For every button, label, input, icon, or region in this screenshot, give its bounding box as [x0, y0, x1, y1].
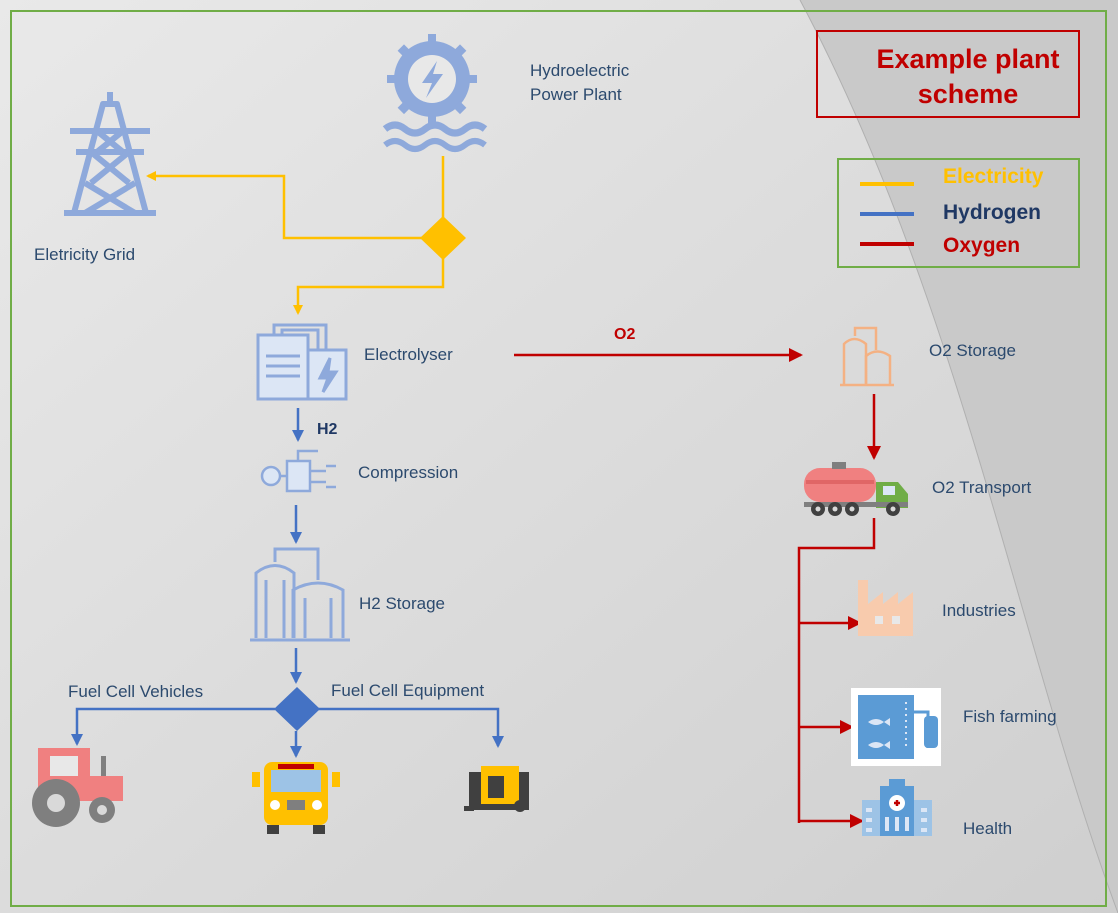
health-label: Health	[963, 819, 1012, 838]
h2-storage-tanks-icon	[250, 547, 350, 642]
generator-icon	[464, 766, 529, 812]
o2-storage-label: O2 Storage	[929, 341, 1016, 360]
industries-label: Industries	[942, 601, 1016, 620]
flow-to-electrolyser	[293, 256, 445, 315]
legend-oxygen-label: Oxygen	[943, 234, 1020, 257]
grid-label: Eletricity Grid	[34, 245, 135, 264]
flow-transport-trunk	[797, 518, 876, 823]
background-curve-edge	[799, 0, 1118, 913]
o2-tanker-truck-icon	[804, 462, 908, 516]
hospital-icon	[862, 779, 932, 836]
fc-vehicles-label: Fuel Cell Vehicles	[68, 682, 203, 701]
title-line2: scheme	[918, 79, 1019, 109]
flow-to-equipment	[318, 707, 504, 748]
fc-equipment-label: Fuel Cell Equipment	[331, 681, 484, 700]
hydrogen-junction	[274, 687, 320, 731]
title-line1: Example plant	[876, 44, 1059, 74]
flow-o2-label: O2	[614, 326, 635, 343]
legend-box	[837, 158, 1080, 268]
o2-transport-label: O2 Transport	[932, 478, 1031, 497]
electrolyser-icon	[256, 323, 348, 401]
h2-storage-label: H2 Storage	[359, 594, 445, 613]
hydro-label-line1: Hydroelectric	[530, 61, 630, 80]
legend-hydrogen-label: Hydrogen	[943, 201, 1041, 224]
o2-storage-tanks-icon	[840, 326, 894, 387]
flow-h2-label: H2	[317, 421, 338, 438]
power-pylon-icon	[64, 92, 156, 216]
compressor-icon	[260, 449, 336, 493]
fish-farming-label: Fish farming	[963, 707, 1057, 726]
fish-farming-icon	[851, 688, 941, 766]
title-box	[816, 30, 1080, 118]
hydro-label-line2: Power Plant	[530, 85, 622, 104]
hydro-turbine-icon	[382, 34, 488, 152]
school-bus-icon	[252, 762, 340, 834]
compression-label: Compression	[358, 463, 458, 482]
factory-icon	[858, 580, 913, 636]
tractor-icon	[32, 748, 123, 827]
electrolyser-label: Electrolyser	[364, 345, 453, 364]
legend-electricity-label: Electricity	[943, 165, 1044, 188]
flow-to-tractor	[71, 707, 275, 746]
background-curve	[800, 0, 1118, 913]
flow-to-grid	[146, 171, 424, 240]
electricity-junction	[420, 216, 466, 260]
outer-border	[10, 10, 1107, 907]
